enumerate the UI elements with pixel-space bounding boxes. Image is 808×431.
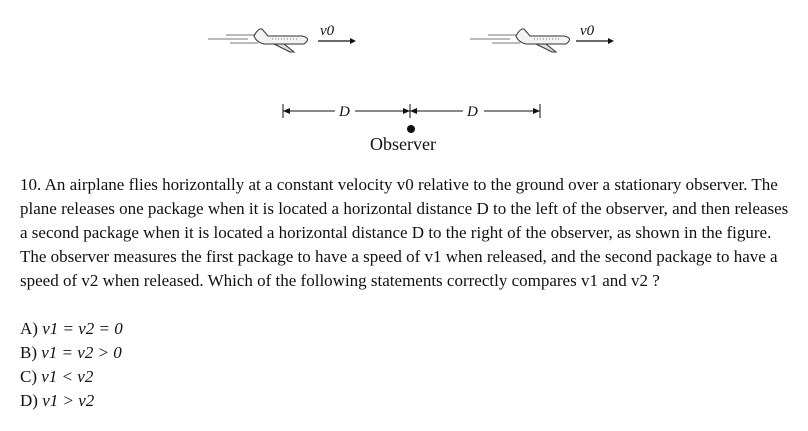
question-text: 10. An airplane flies horizontally at a … [20, 173, 800, 293]
option-d-letter: D) [20, 391, 38, 410]
airplane-right-icon [470, 28, 570, 53]
option-c[interactable]: C) v1 < v2 [20, 365, 93, 389]
airplane-left-icon [208, 28, 308, 53]
velocity-label-left: v0 [320, 23, 335, 39]
observer-label: Observer [370, 134, 436, 154]
distance-label-right: D [466, 104, 478, 120]
option-c-letter: C) [20, 367, 37, 386]
option-d[interactable]: D) v1 > v2 [20, 389, 94, 413]
question-number: 10. [20, 175, 42, 194]
option-d-text: v1 > v2 [42, 391, 95, 410]
figure: v0 v0 D D [208, 23, 614, 133]
option-a-text: v1 = v2 = 0 [42, 319, 123, 338]
observer-dot [407, 125, 415, 133]
option-b-text: v1 = v2 > 0 [41, 343, 122, 362]
distance-markers [282, 104, 541, 118]
question-body: An airplane flies horizontally at a cons… [20, 175, 789, 290]
option-b-letter: B) [20, 343, 37, 362]
distance-label-left: D [338, 104, 350, 120]
option-a[interactable]: A) v1 = v2 = 0 [20, 317, 123, 341]
option-a-letter: A) [20, 319, 38, 338]
option-b[interactable]: B) v1 = v2 > 0 [20, 341, 122, 365]
option-c-text: v1 < v2 [41, 367, 94, 386]
velocity-label-right: v0 [580, 23, 595, 39]
